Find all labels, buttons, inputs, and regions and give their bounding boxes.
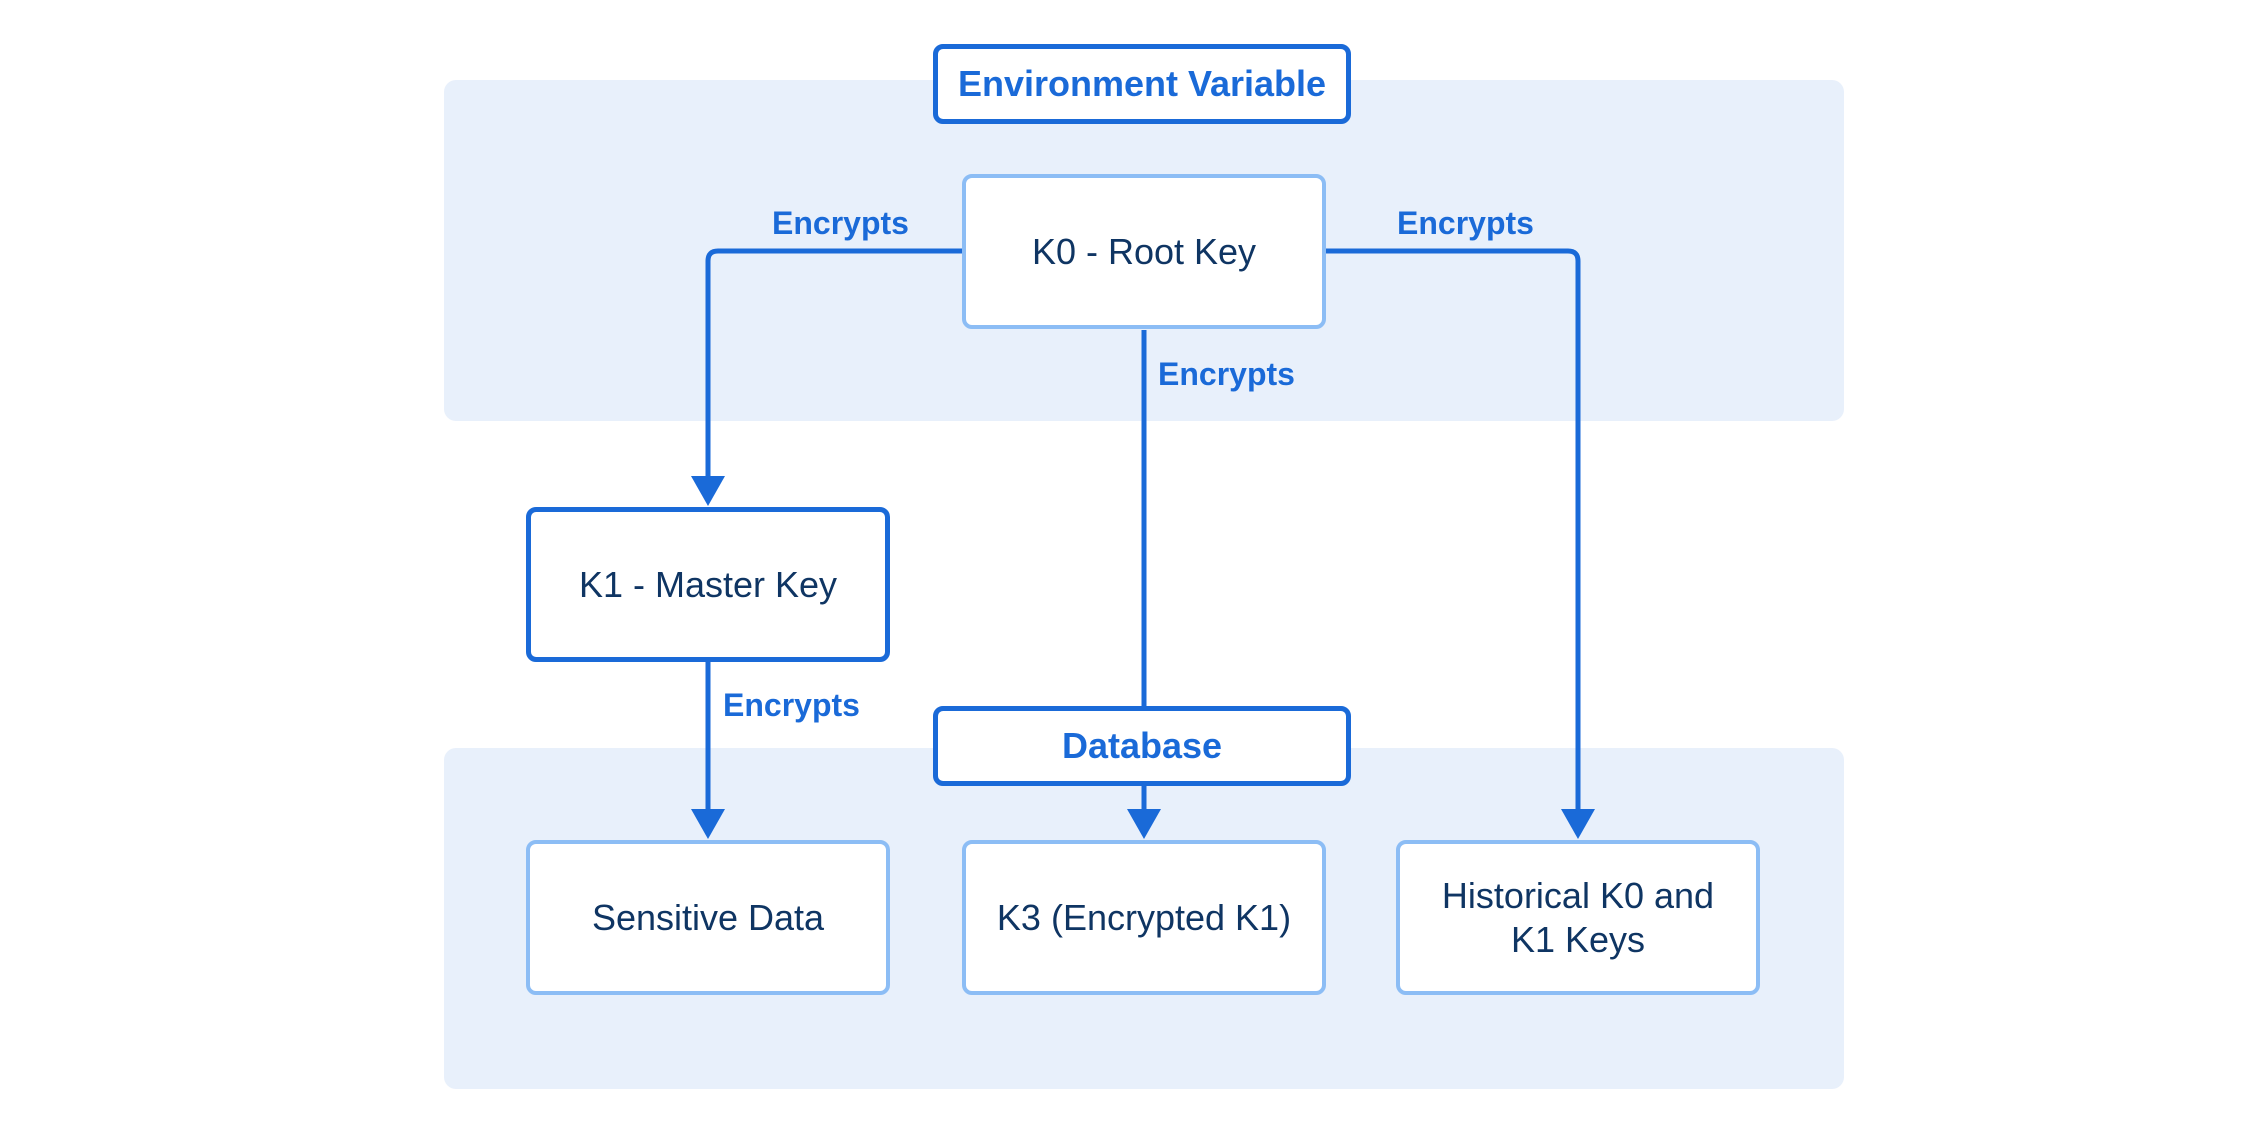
edge-k0-k3-arrowhead: [1127, 809, 1161, 839]
k1-master-key-node: K1 - Master Key: [526, 507, 890, 662]
edge-label-k0-k3: Encrypts: [1158, 356, 1295, 392]
k1-master-key-label: K1 - Master Key: [578, 563, 838, 605]
historical-keys-node: Historical K0 and K1 Keys: [1396, 840, 1760, 995]
sensitive-data-label: Sensitive Data: [591, 896, 825, 938]
edge-k0-k1: [705, 248, 962, 478]
edge-label-k0-historical: Encrypts: [1397, 205, 1534, 241]
edge-k0-historical-arrowhead: [1561, 809, 1595, 839]
edge-k0-historical: [1326, 248, 1581, 811]
edge-k0-k1-arrowhead: [691, 476, 725, 506]
database-label: Database: [933, 706, 1351, 786]
k3-encrypted-k1-node: K3 (Encrypted K1): [962, 840, 1326, 995]
k0-root-key-label: K0 - Root Key: [1031, 230, 1257, 272]
k0-root-key-node: K0 - Root Key: [962, 174, 1326, 329]
k3-encrypted-k1-label: K3 (Encrypted K1): [996, 896, 1292, 938]
environment-variable-label: Environment Variable: [933, 44, 1351, 124]
edge-k1-sensitive-arrowhead: [691, 809, 725, 839]
edge-label-k1-sensitive: Encrypts: [723, 687, 860, 723]
edge-label-k0-k1: Encrypts: [772, 205, 909, 241]
sensitive-data-node: Sensitive Data: [526, 840, 890, 995]
historical-keys-label: Historical K0 and K1 Keys: [1441, 874, 1715, 960]
